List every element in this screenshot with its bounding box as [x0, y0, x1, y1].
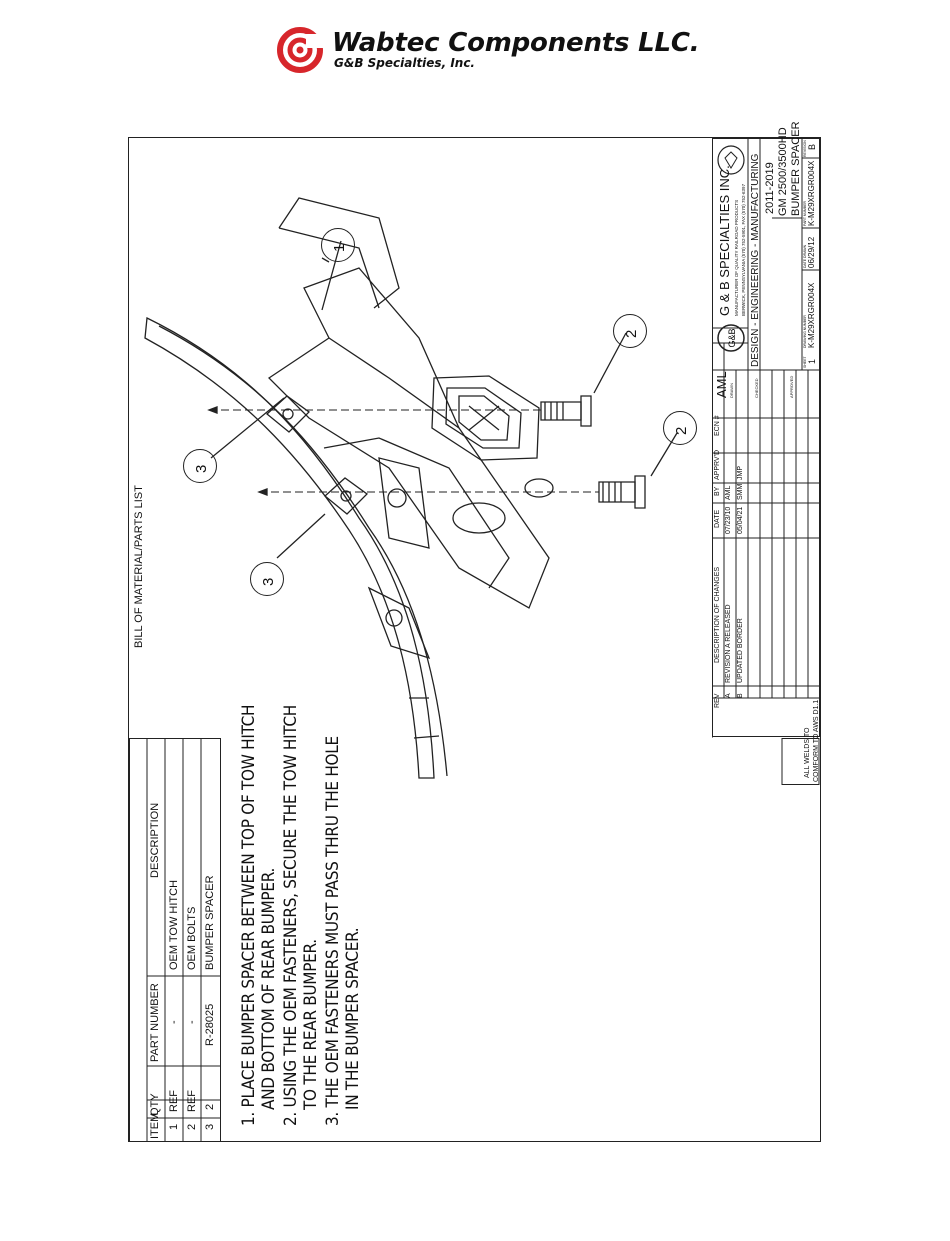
- company-logo: Wabtec Components LLC. G&B Specialties, …: [276, 26, 700, 76]
- rev-row-b-rev: B: [737, 693, 744, 698]
- title-company: G & B SPECIALTIES INC.: [717, 165, 732, 316]
- bom-row-1-desc: OEM TOW HITCH: [168, 879, 180, 970]
- bom-row-3-desc: BUMPER SPACER: [204, 875, 216, 970]
- rev-col-date: DATE: [714, 509, 721, 528]
- rev-col-ecn: ECN #: [714, 415, 721, 436]
- part-number: K-M29XRGR004X: [807, 160, 816, 226]
- bom-row-1-qty: REF: [168, 1090, 180, 1112]
- rev-row-b-desc: UPDATED BORDER: [737, 618, 744, 683]
- date-drawn: 06/29/12: [807, 236, 816, 268]
- rev-row-a-by: AML: [725, 485, 732, 500]
- rev-row-b-date: 05/04/21: [737, 506, 744, 534]
- bom-row-1-part: -: [168, 1020, 180, 1024]
- rev-col-apprvd: APPRV'D: [714, 450, 721, 480]
- bom-row-2-qty: REF: [186, 1090, 198, 1112]
- company-name: Wabtec Components LLC.: [332, 28, 700, 58]
- drawing-sheet: BILL OF MATERIAL/PARTS LIST ITEM QTY PAR…: [128, 121, 821, 1142]
- bom-header-qty: QTY: [149, 1093, 161, 1116]
- rev-row-a-date: 07/23/10: [725, 506, 732, 534]
- gb-emblem-icon: G&B: [717, 324, 745, 352]
- bom-row-3-item: 3: [204, 1123, 216, 1130]
- rev-row-a-desc: REVISION A RELEASED: [725, 604, 732, 683]
- title-block-lines: [712, 138, 820, 738]
- approved-label: APPROVED: [789, 375, 794, 398]
- bom-row-3-part: R-28025: [204, 1003, 216, 1046]
- drawing-number: K-M29XRGR004X: [807, 282, 816, 348]
- wabtec-logo-icon: [277, 27, 328, 73]
- bom-row-1-item: 1: [168, 1123, 180, 1130]
- bom-row-2-item: 2: [186, 1123, 198, 1130]
- bom-header-item: ITEM: [149, 1112, 161, 1139]
- assembly-illustration: [144, 197, 678, 779]
- bom-row-2-desc: OEM BOLTS: [186, 906, 198, 970]
- welds-note-line-1: ALL WELDS TO: [804, 727, 811, 778]
- title-part-line-3: BUMPER SPACER: [790, 121, 802, 216]
- drawn-label: DRAWN: [729, 383, 734, 398]
- title-part-line-2: GM 2500/3500HD: [777, 127, 789, 216]
- title-part-line-1: 2011-2019: [764, 162, 776, 214]
- bom-row-3-qty: 2: [204, 1103, 216, 1110]
- drawn-value: AML: [714, 371, 729, 398]
- balloon-item-3b: 3: [250, 562, 284, 596]
- rev-row-b-by: SMM: [737, 483, 744, 500]
- revision-value: B: [807, 143, 817, 150]
- bom-header-part-number: PART NUMBER: [149, 983, 161, 1062]
- rev-col-by: BY: [714, 486, 721, 496]
- rev-col-rev: REV: [714, 693, 721, 708]
- title-tagline-1: MANUFACTURER OF QUALITY RAILROAD PRODUCT…: [734, 199, 739, 316]
- checked-label: CHECKED: [754, 378, 759, 398]
- bom-table-lines: [129, 738, 221, 1142]
- subsidiary-name: G&B Specialties, Inc.: [334, 56, 475, 70]
- title-dept: DESIGN - ENGINEERING - MANUFACTURING: [750, 153, 761, 367]
- balloon-item-2a: 2: [613, 314, 647, 348]
- rev-col-desc: DESCRIPTION OF CHANGES: [714, 566, 721, 663]
- sheet-value: 1: [807, 358, 817, 364]
- rev-row-b-apprvd: JMP: [737, 466, 744, 480]
- bom-row-2-part: -: [186, 1020, 198, 1024]
- welds-note-box: [781, 738, 820, 785]
- balloon-item-1: 1: [321, 228, 355, 262]
- balloon-item-3a: 3: [183, 449, 217, 483]
- rev-row-a-rev: A: [725, 693, 732, 698]
- welds-note-line-2: COMFORM TO AWS D1.1: [813, 699, 820, 782]
- instruction-3-cont: IN THE BUMPER SPACER.: [343, 927, 363, 1110]
- certification-seal-icon: [717, 145, 745, 175]
- svg-text:G&B: G&B: [727, 328, 737, 347]
- instruction-1-cont: AND BOTTOM OF REAR BUMPER.: [259, 868, 279, 1110]
- title-tagline-2: BERWICK, PENNSYLVANIA (570) 752-5901, FA…: [741, 183, 746, 316]
- balloon-item-2b: 2: [663, 411, 697, 445]
- instruction-2-cont: TO THE REAR BUMPER.: [301, 939, 321, 1110]
